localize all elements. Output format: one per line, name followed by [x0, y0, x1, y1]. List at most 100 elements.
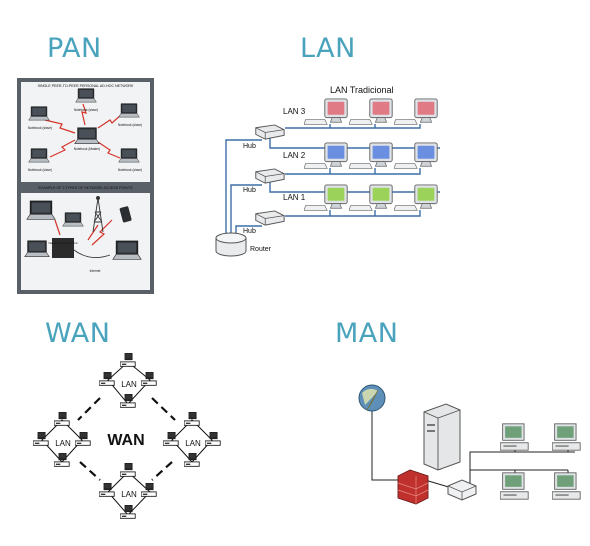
wan-cluster-label: LAN	[121, 380, 137, 389]
computer-icon	[54, 453, 70, 467]
computer-icon	[500, 472, 529, 500]
lan-heading: LAN	[300, 33, 356, 64]
globe-icon	[358, 384, 386, 412]
phone-icon	[119, 206, 132, 223]
lan-row-3-computers	[304, 98, 438, 125]
wan-cluster-left: LAN	[33, 412, 91, 467]
keyboard-icon	[349, 205, 373, 211]
lan-title: LAN Tradicional	[330, 85, 394, 95]
laptop-icon	[118, 148, 140, 163]
keyboard-icon	[394, 163, 418, 169]
pan-top-title: SINGLE PEER-TO-PEER PERSONAL AD-HOC NETW…	[38, 84, 134, 88]
monitor-icon	[414, 98, 438, 123]
lan-diagram: LAN Tradicional LAN 3 LAN 2 LAN 1	[215, 85, 440, 257]
monitor-icon	[369, 142, 393, 167]
hub-icon	[255, 168, 285, 184]
wan-heading: WAN	[45, 318, 111, 349]
lan-cables	[225, 124, 440, 240]
computer-icon	[500, 423, 529, 451]
monitor-icon	[324, 142, 348, 167]
hub-icon	[255, 210, 285, 226]
laptop-icon	[62, 212, 84, 227]
computer-icon	[99, 483, 115, 497]
lan-row-1-label: LAN 1	[283, 193, 306, 202]
keyboard-icon	[304, 119, 328, 125]
man-diagram	[358, 384, 581, 505]
router-icon	[215, 232, 247, 257]
monitor-icon	[369, 98, 393, 123]
computer-icon	[120, 505, 136, 519]
wan-cluster-label: LAN	[185, 439, 201, 448]
computer-icon	[120, 353, 136, 367]
keyboard-icon	[349, 119, 373, 125]
wan-links	[77, 397, 176, 481]
computer-icon	[120, 394, 136, 408]
computer-icon	[120, 463, 136, 477]
monitor-icon	[324, 98, 348, 123]
laptop-icon	[28, 148, 50, 163]
wan-center-label: WAN	[107, 432, 144, 449]
lan-row-3-label: LAN 3	[283, 107, 306, 116]
laptop-icon	[75, 88, 97, 103]
laptop-icon	[26, 200, 56, 220]
monitor-icon	[414, 184, 438, 209]
wan-cluster-bottom: LAN	[99, 463, 157, 519]
pan-label-master: Notebook (Master)	[74, 147, 100, 151]
computer-icon	[75, 432, 91, 446]
pan-label-slave: Notebook (slave)	[118, 123, 142, 127]
hub-label: Hub	[243, 143, 256, 150]
computer-icon	[33, 432, 49, 446]
laptop-icon	[112, 240, 142, 260]
computer-icon	[552, 423, 581, 451]
antenna-tower-icon	[92, 196, 104, 233]
wan-diagram: WAN LAN	[33, 353, 221, 519]
access-point-box	[52, 238, 74, 258]
wan-cluster-top: LAN	[99, 353, 157, 408]
hub-label: Hub	[243, 228, 256, 235]
lan-row-1-computers	[304, 184, 438, 211]
computer-icon	[141, 483, 157, 497]
monitor-icon	[324, 184, 348, 209]
wan-cluster-label: LAN	[121, 490, 137, 499]
lan-row-2-label: LAN 2	[283, 151, 306, 160]
pan-label-slave: Notebook (slave)	[118, 168, 142, 172]
monitor-icon	[369, 184, 393, 209]
computer-icon	[552, 472, 581, 500]
man-heading: MAN	[335, 318, 399, 349]
laptop-icon	[24, 240, 50, 258]
pan-bottom-title: EXAMPLE OF 2 TYPES OF NETWORK ACCESS POI…	[39, 186, 134, 190]
pan-diagram: SINGLE PEER-TO-PEER PERSONAL AD-HOC NETW…	[17, 78, 154, 294]
computer-icon	[99, 372, 115, 386]
laptop-master-icon	[74, 127, 100, 145]
hub-icon	[255, 124, 285, 140]
server-icon	[423, 403, 461, 471]
keyboard-icon	[304, 205, 328, 211]
wan-cluster-label: LAN	[55, 439, 71, 448]
access-point-label: Network Access Point	[48, 241, 77, 245]
computer-icon	[163, 432, 179, 446]
pan-label-slave: Notebook (slave)	[74, 108, 98, 112]
lan-row-2-computers	[304, 142, 438, 169]
laptop-icon	[118, 103, 140, 118]
wan-cluster-right: LAN	[163, 412, 221, 467]
computer-icon	[54, 412, 70, 426]
hub-label: Hub	[243, 187, 256, 194]
pan-label-slave: Notebook (slave)	[28, 126, 52, 130]
keyboard-icon	[304, 163, 328, 169]
monitor-icon	[414, 142, 438, 167]
keyboard-icon	[394, 205, 418, 211]
pan-internet-label: Internet	[90, 269, 101, 273]
computer-icon	[205, 432, 221, 446]
firewall-icon	[397, 469, 429, 505]
pan-heading: PAN	[47, 33, 102, 64]
pan-wireless-links	[44, 103, 123, 246]
keyboard-icon	[349, 163, 373, 169]
computer-icon	[184, 412, 200, 426]
switch-icon	[447, 479, 477, 501]
pan-label-slave: Notebook (slave)	[28, 168, 52, 172]
keyboard-icon	[394, 119, 418, 125]
laptop-icon	[28, 106, 50, 121]
computer-icon	[184, 453, 200, 467]
router-label: Router	[250, 246, 272, 253]
